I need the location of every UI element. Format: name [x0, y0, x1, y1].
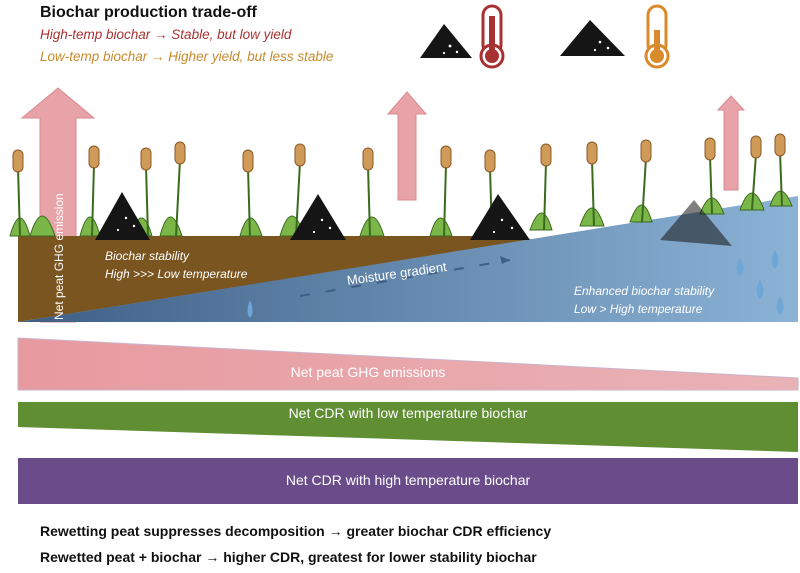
conclusion-line-1: Rewetting peat suppresses decomposition … [40, 523, 552, 539]
high-temp-band-label: Net CDR with high temperature biochar [285, 472, 531, 488]
enhanced-stability-label: Enhanced biochar stability [574, 284, 715, 298]
enhanced-stability-order-label: Low > High temperature [574, 302, 703, 316]
ghg-emission-arrow-medium [386, 91, 428, 201]
ghg-arrow-label-container: Net peat GHG emission [33, 193, 85, 320]
low-temp-band-label: Net CDR with low temperature biochar [288, 405, 528, 421]
low-temp-cdr-band [18, 402, 798, 452]
biochar-piles [95, 192, 732, 246]
peat-soil [18, 236, 530, 322]
high-temp-cdr-band [18, 458, 798, 504]
ghg-emission-arrow-small [716, 95, 746, 191]
low-temp-tradeoff-line: Low-temp biochar → Higher yield, but les… [40, 49, 334, 64]
conclusion-line-2: Rewetted peat + biochar → higher CDR, gr… [40, 549, 537, 565]
water-droplet-icons [247, 250, 784, 318]
ghg-band-label: Net peat GHG emissions [290, 364, 446, 380]
moisture-gradient-arrow [299, 259, 511, 297]
low-temp-thermometer-icon [644, 4, 670, 69]
biochar-stability-label: Biochar stability [105, 249, 190, 263]
biochar-speckles [116, 216, 514, 234]
ghg-arrow-label: Net peat GHG emission [52, 193, 66, 320]
water-wedge [18, 196, 798, 322]
reed-vegetation [9, 133, 793, 237]
high-temp-thermometer-icon [479, 4, 505, 69]
low-temp-biochar-pile-icon [560, 20, 625, 56]
high-temp-biochar-pile-icon [420, 24, 472, 58]
high-temp-tradeoff-line: High-temp biochar → Stable, but low yiel… [40, 27, 292, 42]
diagram-title: Biochar production trade-off [40, 4, 257, 21]
ghg-emissions-band [17, 337, 799, 391]
biochar-stability-order-label: High >>> Low temperature [105, 267, 248, 281]
